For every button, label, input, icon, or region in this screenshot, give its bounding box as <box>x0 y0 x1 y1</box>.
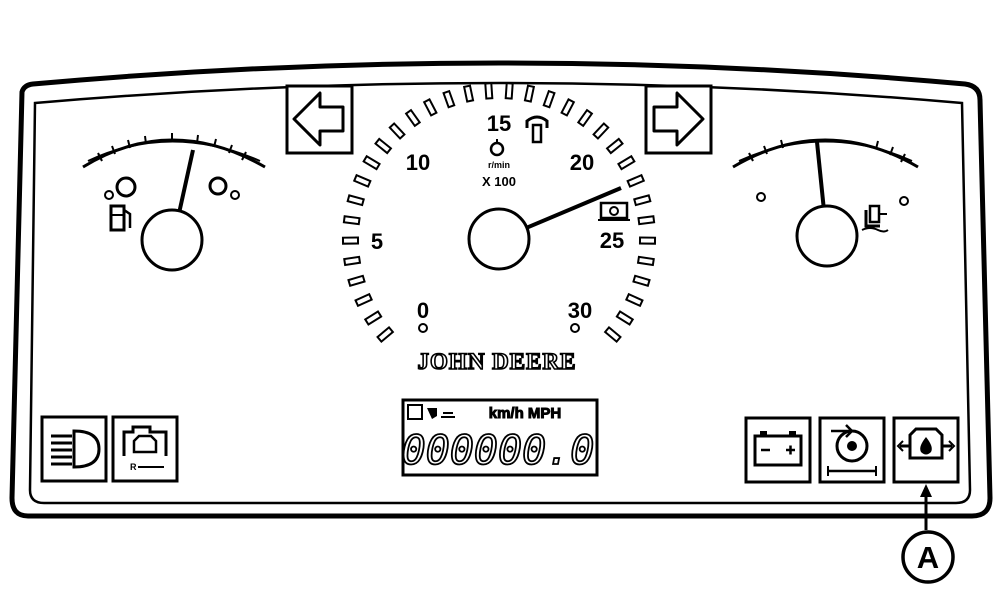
tach-label-25: 25 <box>600 228 624 253</box>
tach-tick-mark <box>484 82 494 100</box>
engine-reset-indicator: R <box>111 415 179 483</box>
tachometer-tick-marks <box>341 82 657 344</box>
lcd-status-icons <box>407 404 455 420</box>
right-turn-signal <box>644 84 713 155</box>
tach-label-15: 15 <box>487 111 511 136</box>
tach-unit-bottom: X 100 <box>482 174 516 189</box>
tach-tick-mark <box>615 310 635 326</box>
tach-tick-mark <box>376 325 395 344</box>
tach-label-5: 5 <box>371 229 383 254</box>
fuel-gauge <box>82 133 266 272</box>
tach-tick-mark <box>388 122 406 140</box>
hydraulic-warning-icon <box>525 115 549 144</box>
brand-logo: JOHN DEERE <box>418 349 577 374</box>
battery-icon <box>753 431 803 467</box>
tach-tick-mark <box>636 255 655 267</box>
tach-tick-mark <box>603 325 622 344</box>
tach-tick-mark <box>354 292 373 308</box>
left-turn-signal-icon <box>292 91 345 147</box>
headlight-icon <box>51 429 101 469</box>
tach-tick-mark <box>341 236 360 245</box>
tach-tick-mark <box>592 122 610 140</box>
tach-tick-mark <box>404 108 422 128</box>
tach-tick-mark <box>363 310 383 326</box>
coolant-temperature-gauge <box>732 138 919 268</box>
tach-tick-mark <box>637 215 656 226</box>
engine-oil-pressure-icon <box>896 427 956 460</box>
tach-tick-mark <box>504 82 514 100</box>
svg-text:R: R <box>130 462 137 472</box>
left-turn-signal <box>285 84 354 155</box>
tach-tick-mark <box>625 292 644 308</box>
tach-label-30: 30 <box>568 298 592 323</box>
tach-label-20: 20 <box>570 150 594 175</box>
tach-tick-mark <box>617 154 636 171</box>
tach-tick-mark <box>576 108 594 128</box>
tach-tick-mark <box>342 215 361 226</box>
tach-unit-top: r/min <box>488 160 510 170</box>
tach-tick-mark <box>374 137 393 155</box>
panel-frame <box>9 60 993 519</box>
tach-tick-mark <box>346 194 365 207</box>
tach-tick-mark <box>523 84 536 103</box>
tach-label-0: 0 <box>417 298 429 323</box>
tach-tick-mark <box>632 274 651 288</box>
tach-tick-mark <box>626 173 646 188</box>
tach-label-10: 10 <box>406 150 430 175</box>
tach-tick-mark <box>352 173 372 188</box>
lcd-unit-label: km/h MPH <box>489 405 562 422</box>
tach-tick-mark <box>442 89 456 109</box>
lcd-readout: 000000.0 <box>402 428 595 474</box>
engine-overspeed-icon <box>598 201 630 221</box>
tach-tick-mark <box>343 255 362 267</box>
transmission-icon <box>827 424 877 476</box>
tach-hub <box>467 207 531 271</box>
transmission-indicator <box>818 416 886 484</box>
tachometer: 0 5 10 15 20 25 30 r/min X 100 JOHN DEER… <box>341 82 657 375</box>
tach-tick-mark <box>633 194 652 207</box>
engine-oil-pressure-indicator <box>892 416 960 484</box>
tach-tick-mark <box>462 84 475 103</box>
tach-tick-mark <box>605 137 624 155</box>
battery-indicator <box>744 416 812 484</box>
engine-reset-icon: R <box>122 425 168 472</box>
callout-a: A <box>901 484 955 584</box>
tach-tick-mark <box>560 98 576 117</box>
lcd-display: km/h MPH 000000.0 <box>401 398 599 477</box>
coolant-temperature-icon <box>861 204 889 233</box>
tach-tick-mark <box>347 274 366 288</box>
engine-speed-icon <box>489 139 505 157</box>
tach-tick-mark <box>422 98 438 117</box>
tach-tick-mark <box>638 236 657 245</box>
callout-label: A <box>917 540 939 575</box>
right-turn-signal-icon <box>652 91 705 147</box>
tach-tick-mark <box>362 154 381 171</box>
headlight-indicator <box>40 415 108 483</box>
fuel-pump-icon <box>109 204 132 232</box>
tach-tick-mark <box>542 89 556 109</box>
